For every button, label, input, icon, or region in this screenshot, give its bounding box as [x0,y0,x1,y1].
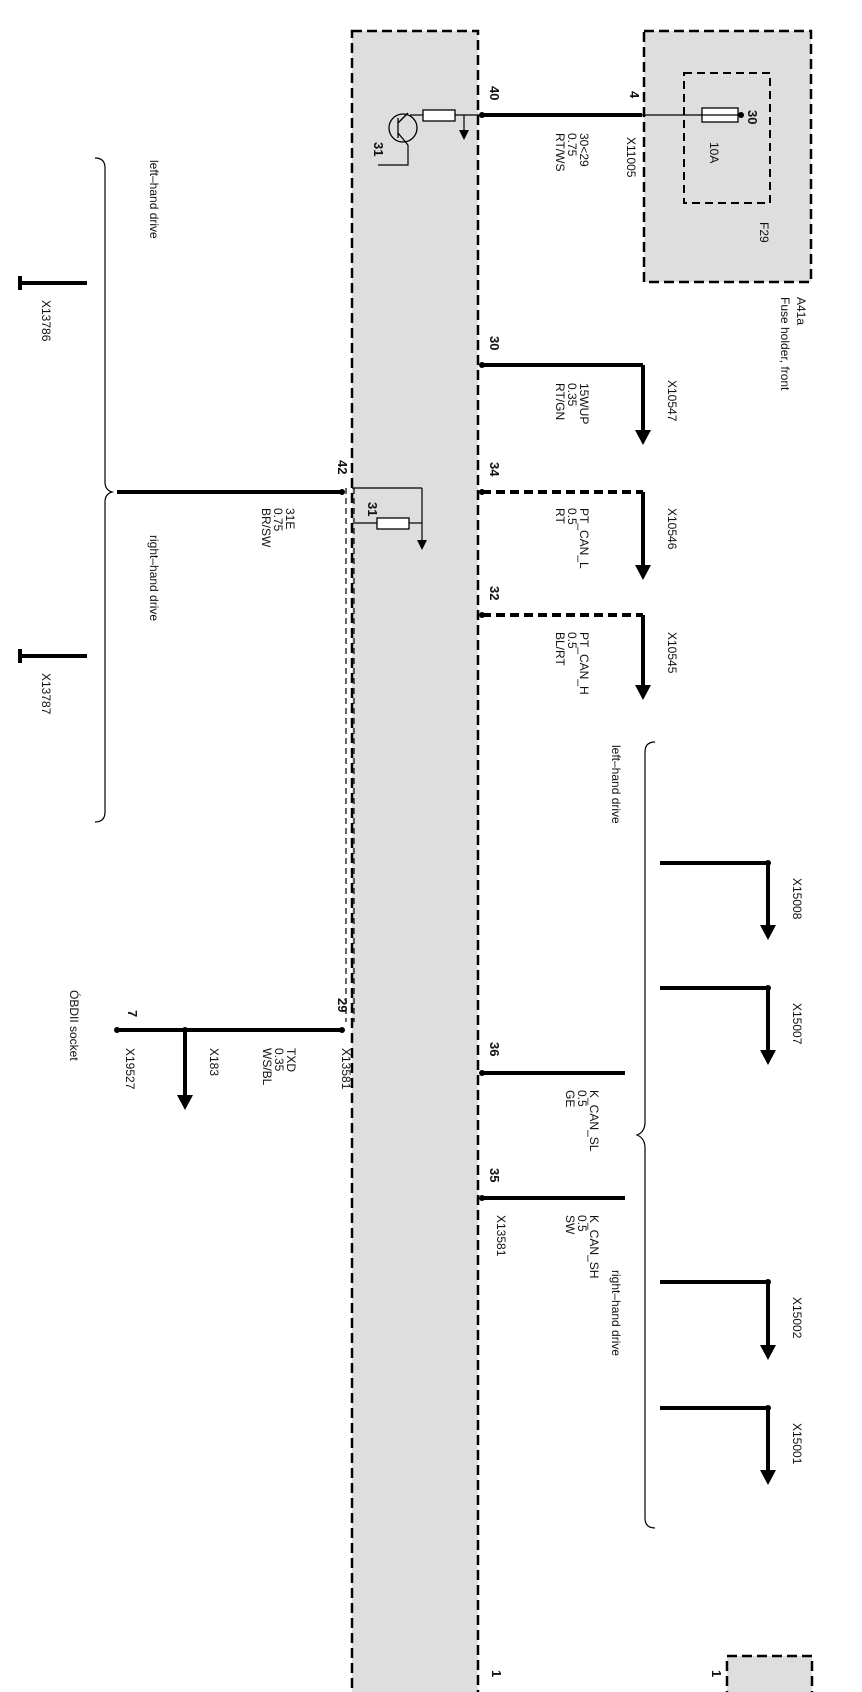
fuse-holder-box [642,29,813,284]
fuse-holder-name: Fuse holder, front [778,297,792,391]
ground-x13787-label: X13787 [39,673,53,715]
wire-36-gauge: 0.5 [575,1090,589,1107]
wire-35-color: SW [563,1215,577,1235]
wire-30-arrow-icon [635,430,651,445]
pin-34: 34 [487,462,502,477]
wire-40-color: RT/WS [553,133,567,171]
lhd-label-right: left–hand drive [609,745,623,824]
wire-36-signal: K_CAN_SL [587,1090,601,1152]
fuse-connector-label: X11005 [624,137,638,178]
fuse-pin-label: 30 [745,110,760,124]
wire-34-color: RT [553,508,567,524]
wire-34-connector: X10546 [665,508,679,550]
pin-1: 1 [489,1670,504,1677]
wire-29-gauge: 0.35 [272,1048,286,1072]
drive-brace-left [94,157,115,823]
kcan-arrow-x15008-icon [760,925,776,940]
ground-label-transistor: 31 [371,142,386,156]
pin-40: 40 [487,86,502,100]
obd-connector: X19527 [123,1048,137,1090]
pin-42: 42 [335,460,350,474]
kcan-arrow-x15001-icon [760,1470,776,1485]
can-term-arrow-icon [417,540,427,550]
junction-dots [114,112,771,1411]
wire-36-color: GE [563,1090,577,1107]
wire-40-signal: 30<29 [577,133,591,167]
kcan-x15008-label: X15008 [790,878,804,920]
wire-35-gauge: 0.5 [575,1215,589,1232]
fuse-holder-id: A41a [794,297,808,325]
pin-1b: 1 [709,1670,724,1677]
wire-34-gauge: 0.5 [565,508,579,525]
wire-29-splice: X183 [207,1048,221,1076]
lower-module-box [725,1654,814,1692]
wire-32-arrow-icon [635,685,651,700]
wire-35-signal: K_CAN_SH [587,1215,601,1278]
fuse-connector-pin: 4 [627,91,642,99]
transistor-collector [397,112,409,124]
wire-35-connector: X13581 [494,1215,508,1257]
wire-34-signal: PT_CAN_L [577,508,591,569]
fuse-id-label: F29 [757,222,771,243]
pin-30: 30 [487,336,502,350]
transistor-ground-wire [378,145,409,166]
wire-42-color: BR/SW [259,508,273,548]
wire-30-gauge: 0.35 [565,383,579,407]
wire-30-color: RT/GN [553,383,567,420]
kcan-arrow-x15007-icon [760,1050,776,1065]
wire-32-color: BL/RT [553,632,567,666]
wire-42-signal: 31E [283,508,297,529]
pin-32: 32 [487,586,502,600]
wire-30-signal: 15WUP [577,383,591,424]
kcan-arrow-x15002-icon [760,1345,776,1360]
kcan-x15002-label: X15002 [790,1297,804,1339]
kcan-x15007-label: X15007 [790,1003,804,1045]
transistor-icon [388,113,418,143]
wire-32-gauge: 0.5 [565,632,579,649]
transistor-emitter [397,132,409,146]
wire-29-arrow-icon [177,1095,193,1110]
pin-35: 35 [487,1168,502,1182]
pin-29: 29 [335,998,350,1012]
sense-arrow-icon [459,130,469,140]
fuse-rating-label: 10A [707,142,721,163]
wire-29-connector: X13581 [339,1048,353,1090]
ground-label-termination: 31 [365,502,380,516]
pin-7: 7 [125,1010,140,1017]
rhd-label-left: right–hand drive [147,535,161,621]
resistor-icon [422,109,456,122]
wire-40-gauge: 0.75 [565,133,579,157]
wire-42-gauge: 0.75 [271,508,285,532]
drive-brace-right [635,741,656,1529]
pin-36: 36 [487,1042,502,1056]
wire-30-connector: X10547 [665,380,679,422]
control-module-box [350,29,480,1692]
rhd-label-right: right–hand drive [609,1270,623,1356]
wire-32-signal: PT_CAN_H [577,632,591,695]
wire-34-arrow-icon [635,565,651,580]
fuse-inner-box [683,72,771,204]
obd-socket-label: ÓBDII socket [67,990,82,1061]
lhd-label-left: left–hand drive [147,160,161,239]
wire-32-connector: X10545 [665,632,679,674]
wire-29-color: WS/BL [260,1048,274,1086]
termination-resistor-icon [376,517,410,530]
wire-29-signal: TXD [284,1048,298,1072]
ground-x13786-label: X13786 [39,300,53,342]
kcan-x15001-label: X15001 [790,1423,804,1465]
fuse-terminal [738,112,744,118]
